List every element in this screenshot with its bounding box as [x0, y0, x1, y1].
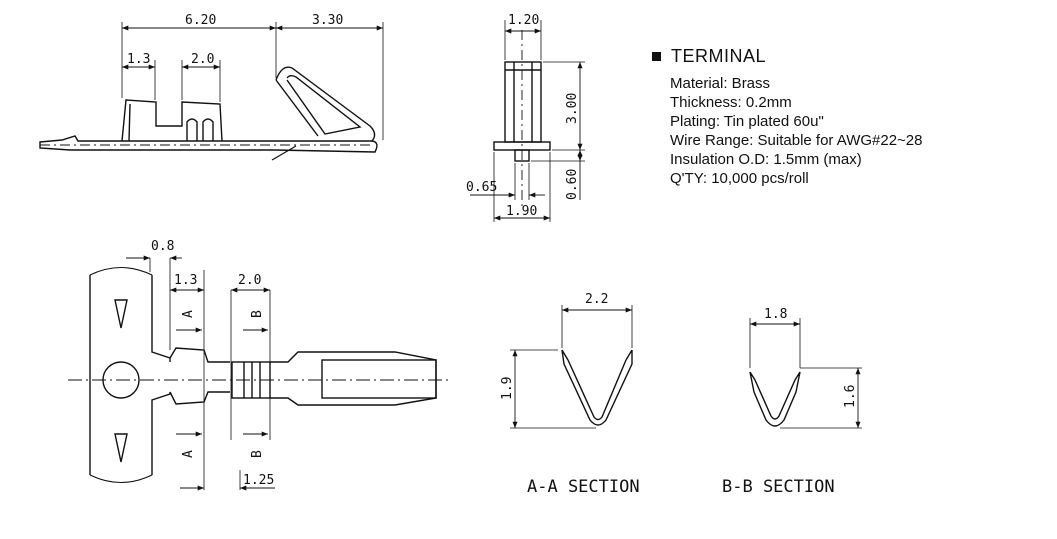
section-mark-a-top: A: [181, 310, 196, 318]
dim-2-2: 2.2: [585, 292, 608, 307]
dim-1-8: 1.8: [764, 307, 787, 322]
front-view-labels: 1.20 3.00 0.65 0.60 1.90: [466, 13, 580, 219]
spec-title: TERMINAL: [671, 45, 767, 66]
dim-1-3-side: 1.3: [127, 52, 150, 67]
top-insulation-crimp: [169, 347, 230, 405]
dim-1-6: 1.6: [843, 385, 858, 408]
dim-2-0-side: 2.0: [191, 52, 214, 67]
dim-1-25: 1.25: [243, 473, 274, 488]
spec-block: TERMINAL Material: Brass Thickness: 0.2m…: [652, 44, 1052, 188]
spec-plating: Plating: Tin plated 60u": [670, 113, 824, 130]
dim-6-20: 6.20: [185, 13, 216, 28]
side-wire-crimp: [186, 118, 214, 141]
dim-0-65: 0.65: [466, 180, 497, 195]
spec-title-row: TERMINAL: [652, 44, 1052, 68]
section-aa-labels: 2.2 1.9 A-A SECTION: [500, 292, 640, 497]
feed-arrow-up: [114, 299, 128, 329]
side-view-labels: 6.20 3.30 1.3 2.0: [127, 13, 343, 67]
top-view-labels: 0.8 1.3 2.0 1.25 A B A B: [151, 239, 274, 488]
section-bb-profile: [749, 371, 801, 427]
section-mark-b-bottom: B: [250, 450, 265, 458]
feed-arrow-down: [114, 433, 128, 463]
spec-thickness: Thickness: 0.2mm: [670, 94, 792, 111]
front-body: [504, 61, 542, 143]
dim-1-9: 1.9: [500, 377, 515, 400]
top-contact-box: [321, 359, 437, 399]
spec-material: Material: Brass: [670, 75, 771, 92]
side-view: [39, 22, 384, 161]
spec-list: Material: Brass Thickness: 0.2mm Plating…: [670, 74, 1052, 188]
top-view: [68, 255, 450, 491]
section-mark-b-top: B: [250, 310, 265, 318]
section-bb-labels: 1.8 1.6 B-B SECTION: [722, 307, 858, 497]
section-aa-profile: [561, 349, 633, 426]
dim-0-8: 0.8: [151, 239, 174, 254]
section-mark-a-bottom: A: [181, 450, 196, 458]
spec-wire-range: Wire Range: Suitable for AWG#22~28: [670, 132, 923, 149]
section-aa: [510, 305, 633, 429]
square-bullet-icon: [652, 51, 661, 61]
section-bb: [749, 318, 862, 429]
front-view: [470, 20, 585, 222]
side-base-outline: [39, 135, 378, 153]
dim-3-00: 3.00: [565, 93, 580, 124]
side-spring-contact: [275, 66, 376, 142]
dim-0-60: 0.60: [565, 169, 580, 200]
dim-1-20: 1.20: [508, 13, 539, 28]
dim-1-90: 1.90: [506, 204, 537, 219]
dim-3-30: 3.30: [312, 13, 343, 28]
spec-insulation: Insulation O.D: 1.5mm (max): [670, 151, 862, 168]
dim-2-0-top: 2.0: [238, 273, 261, 288]
carrier-strip: [89, 275, 171, 475]
side-insulation-crimp: [121, 99, 223, 142]
dim-1-3-top: 1.3: [174, 273, 197, 288]
spec-quantity: Q'TY: 10,000 pcs/roll: [670, 170, 809, 187]
section-aa-title: A-A SECTION: [527, 477, 640, 497]
section-bb-title: B-B SECTION: [722, 477, 835, 497]
